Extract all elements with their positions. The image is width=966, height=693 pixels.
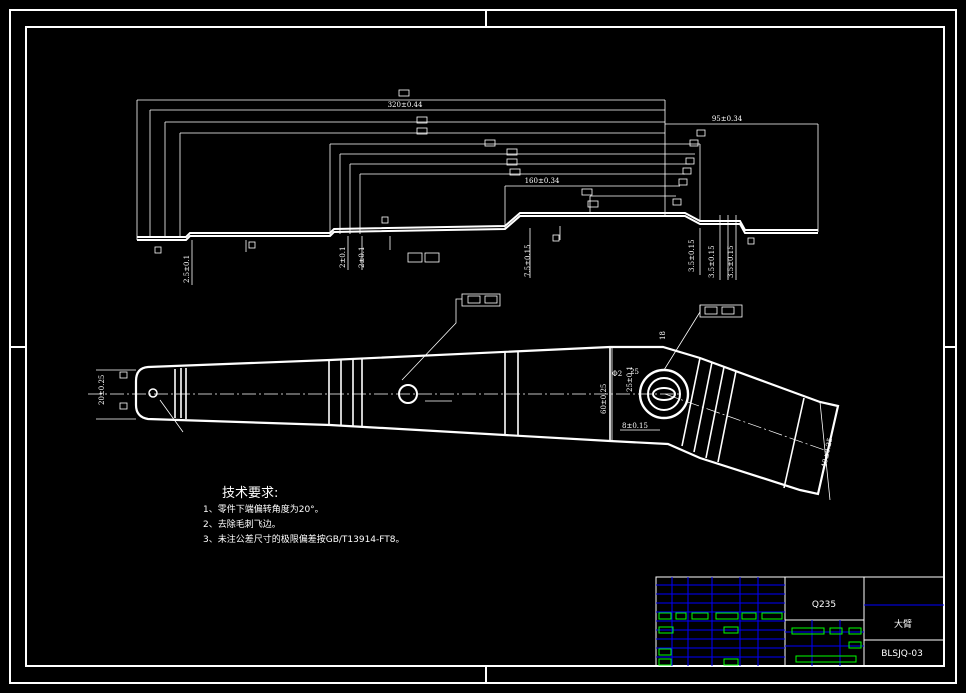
center-hole xyxy=(398,384,418,404)
dim-thickness-a: 2±0.1 xyxy=(339,247,347,268)
side-profile-lower xyxy=(137,215,818,241)
dim-step-right-a: 3.5±0.15 xyxy=(688,239,696,272)
dim-thickness-left: 2.5±0.1 xyxy=(183,255,191,283)
dim-thickness-b: 2±0.1 xyxy=(358,247,366,268)
side-profile-upper xyxy=(137,212,818,238)
plan-dim-b: 25 xyxy=(630,368,639,376)
centerline-angled xyxy=(664,393,831,453)
plan-dim-c: 18 xyxy=(659,331,667,340)
arm-outline xyxy=(134,345,840,496)
plan-tag-boxes xyxy=(119,293,743,410)
drawing-frame xyxy=(9,9,957,684)
plan-dim-height: 60±0.25 xyxy=(600,384,608,414)
pivot-mid xyxy=(647,377,681,411)
plan-dim-e: 25±0.1 xyxy=(626,366,634,392)
dim-overall-length: 320±0.44 xyxy=(388,101,423,109)
material-label: Q235 xyxy=(812,600,836,610)
dim-step-right-c: 3.5±0.15 xyxy=(727,245,735,278)
plan-leaders xyxy=(96,298,831,501)
side-dim-lines xyxy=(136,99,819,285)
technical-requirements: 技术要求: 1、零件下端偏转角度为20°。 2、去除毛刺飞边。 3、未注公差尺寸… xyxy=(203,486,405,545)
arm-ribs xyxy=(174,347,805,489)
dim-end-length: 95±0.34 xyxy=(712,115,743,123)
plan-view: 20±0.25 25 60±0.25 18 8±0.15 25±0.1 40±0… xyxy=(88,293,840,501)
plan-dim-g: Φ2 xyxy=(612,370,622,378)
side-view: 320±0.44 95±0.34 160±0.34 2.5±0.1 2±0.1 … xyxy=(136,89,819,285)
part-name: 大臂 xyxy=(894,618,912,630)
dim-step-right-b: 3.5±0.15 xyxy=(708,245,716,278)
left-hole xyxy=(148,388,158,398)
tech-note-2: 2、去除毛刺飞边。 xyxy=(203,518,281,530)
dim-step-mid: 7.5±0.15 xyxy=(524,244,532,277)
drawing-number: BLSJQ-03 xyxy=(881,649,923,659)
pivot-slot xyxy=(652,387,676,401)
plan-dim-d: 8±0.15 xyxy=(622,422,648,430)
side-tag-boxes xyxy=(154,89,755,263)
plan-dim-f: 40±0.25 xyxy=(820,437,834,468)
plan-dim-a: 20±0.25 xyxy=(98,375,106,405)
title-tags xyxy=(658,612,862,666)
tech-note-3: 3、未注公差尺寸的极限偏差按GB/T13914-FT8。 xyxy=(203,533,405,545)
title-block: Q235 大臂 BLSJQ-03 xyxy=(655,576,945,667)
tech-note-1: 1、零件下端偏转角度为20°。 xyxy=(203,503,324,515)
dim-mid-length: 160±0.34 xyxy=(525,177,560,185)
title-grid xyxy=(656,577,944,666)
tech-notes-heading: 技术要求: xyxy=(222,486,278,501)
